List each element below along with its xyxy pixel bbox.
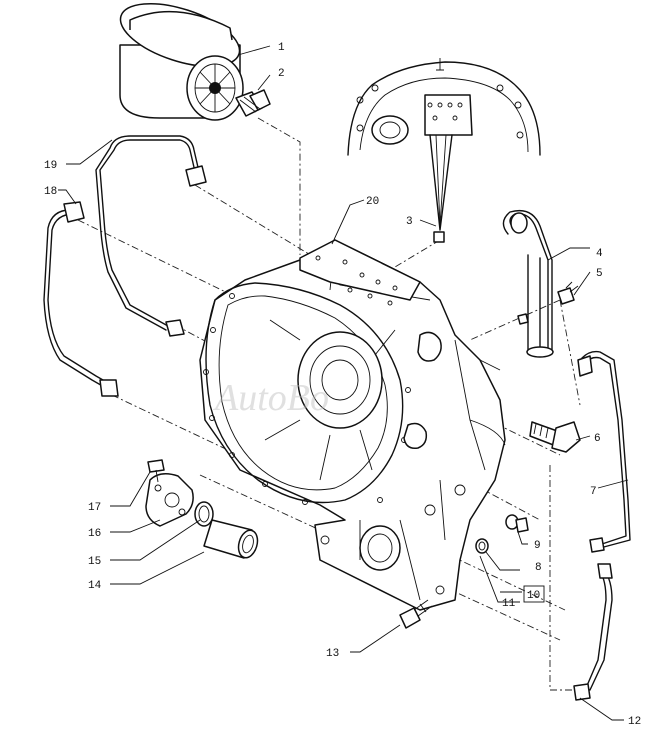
callout-7: 7 [590,486,597,498]
adapter-nipple [235,89,271,117]
callout-2: 2 [278,68,285,80]
callout-8: 8 [535,562,542,574]
screw-17 [147,459,165,483]
oil-pipe-12 [573,563,613,701]
leader-lines [58,45,629,721]
callout-10-box [523,585,545,603]
callout-15: 15 [88,556,101,568]
dowel-pin [433,231,445,243]
sleeve-14 [203,519,259,559]
watermark: AutoBo [212,377,329,419]
callout-10: 10 [527,590,540,602]
flywheel-housing: AutoBo [199,239,506,611]
o-ring-15 [194,501,214,527]
callout-18: 18 [44,186,57,198]
detail-inset [347,58,541,231]
callout-1: 1 [278,42,285,54]
seal-ring-8 [475,538,489,554]
seal-ring-9 [505,514,529,533]
callout-13: 13 [326,648,339,660]
callout-16: 16 [88,528,101,540]
cover-plate-16 [145,473,194,527]
breather-tube [502,209,554,358]
callout-11: 11 [502,598,516,610]
bolt-5 [517,281,579,325]
callout-20: 20 [366,196,379,208]
callout-9: 9 [534,540,541,552]
callout-3: 3 [406,216,413,228]
callout-4: 4 [596,248,603,260]
callout-6: 6 [594,433,601,445]
drain-plug [529,421,581,453]
oil-filter [119,2,244,121]
callout-17: 17 [88,502,101,514]
callout-labels: 1 2 3 4 5 6 7 8 9 10 11 12 13 14 15 16 1… [44,42,641,728]
callout-14: 14 [88,580,102,592]
callout-12: 12 [628,716,641,728]
oil-pipe-7 [577,350,631,553]
oil-pipe-upper [95,135,207,337]
callout-5: 5 [596,268,603,280]
oil-pipe-lower [43,201,119,397]
bolt-13 [399,599,433,629]
callout-19: 19 [44,160,57,172]
